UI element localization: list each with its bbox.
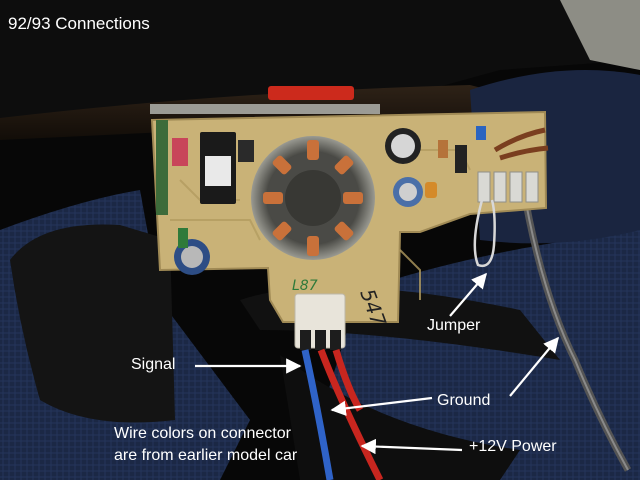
copper-pins (263, 140, 363, 256)
power-label: +12V Power (469, 438, 557, 455)
arrow-power (360, 438, 463, 455)
jumper-label: Jumper (427, 317, 481, 334)
arrow-ground-right (509, 336, 559, 397)
diode (455, 145, 467, 173)
signal-label: Signal (131, 356, 176, 373)
page-title: 92/93 Connections (8, 14, 150, 33)
red-switch (268, 86, 354, 100)
terminal-block (477, 171, 539, 203)
arrow-ground-left (330, 396, 433, 416)
wall-corner (560, 0, 640, 70)
blue-wire (301, 349, 334, 480)
annotation-arrows (195, 272, 559, 455)
brown-wires (493, 127, 549, 161)
note-line-1: Wire colors on connector (114, 425, 291, 442)
metal-bracket (150, 104, 380, 114)
note-line-2: are from earlier model car (114, 447, 298, 464)
black-box (10, 224, 175, 423)
arrow-jumper (449, 272, 488, 317)
wire-color-note: Wire colors on connector are from earlie… (114, 423, 297, 467)
side-strip (156, 120, 168, 215)
ground-label: Ground (437, 392, 491, 409)
resistor (438, 140, 448, 158)
jumper-wire (473, 199, 496, 268)
svg-text:L87: L87 (292, 278, 318, 294)
blue-cap-small (476, 126, 486, 140)
red-capacitor (172, 138, 188, 166)
